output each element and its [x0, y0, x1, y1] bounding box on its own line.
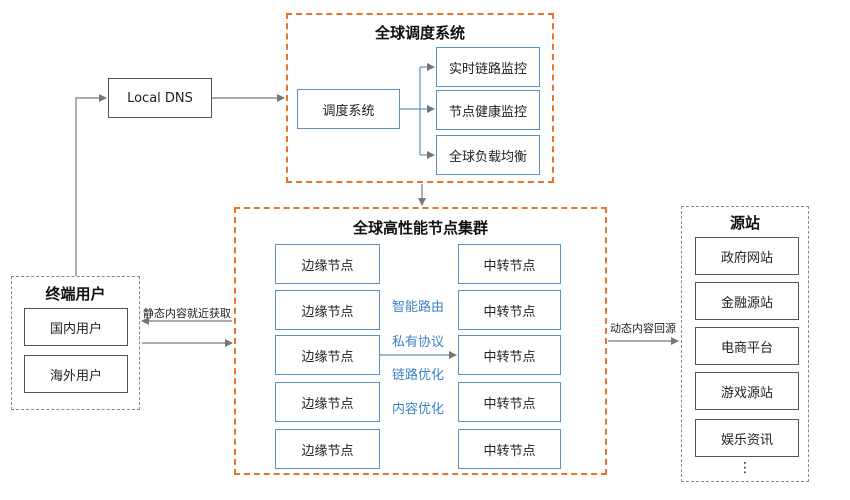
dispatch-bracket	[400, 67, 421, 155]
origin-site-box: 娱乐资讯	[695, 419, 799, 457]
end-users-group	[11, 276, 140, 410]
dynamic-content-label: 动态内容回源	[610, 322, 676, 335]
relay-node: 中转节点	[458, 244, 561, 284]
end-users-title: 终端用户	[45, 285, 106, 303]
dispatch-system-title: 全球调度系统	[374, 24, 465, 42]
users-to-dns-arrow	[75, 94, 107, 276]
feature-label: 智能路由	[392, 300, 445, 315]
edge-node: 边缘节点	[275, 429, 380, 469]
dispatch-module-2: 节点健康监控	[436, 90, 540, 130]
origin-group	[681, 206, 809, 482]
origin-site-box: 游戏源站	[695, 372, 799, 410]
origin-site-box: 政府网站	[695, 237, 799, 275]
local-dns-box: Local DNS	[108, 78, 212, 118]
feature-label: 链路优化	[392, 368, 445, 383]
origin-site-box: 电商平台	[695, 327, 799, 365]
node-cluster-group	[234, 207, 607, 475]
dispatch-core-box: 调度系统	[297, 89, 400, 129]
origin-site-box: 金融源站	[695, 282, 799, 320]
relay-node: 中转节点	[458, 382, 561, 422]
dispatch-module-1: 实时链路监控	[436, 47, 540, 87]
user-type-box: 国内用户	[24, 308, 128, 346]
relay-node: 中转节点	[458, 290, 561, 330]
static-content-label: 静态内容就近获取	[143, 307, 231, 320]
user-type-box: 海外用户	[24, 355, 128, 393]
origin-title: 源站	[729, 214, 760, 232]
feature-label: 内容优化	[392, 402, 445, 417]
edge-node: 边缘节点	[275, 335, 380, 375]
edge-node: 边缘节点	[275, 290, 380, 330]
origin-more-indicator: ⋮	[738, 460, 752, 476]
edge-node: 边缘节点	[275, 244, 380, 284]
edge-node: 边缘节点	[275, 382, 380, 422]
relay-node: 中转节点	[458, 429, 561, 469]
node-cluster-title: 全球高性能节点集群	[352, 219, 488, 237]
relay-node: 中转节点	[458, 335, 561, 375]
dispatch-module-3: 全球负载均衡	[436, 135, 540, 175]
dispatch-system-group	[286, 13, 554, 183]
feature-label: 私有协议	[392, 335, 445, 350]
